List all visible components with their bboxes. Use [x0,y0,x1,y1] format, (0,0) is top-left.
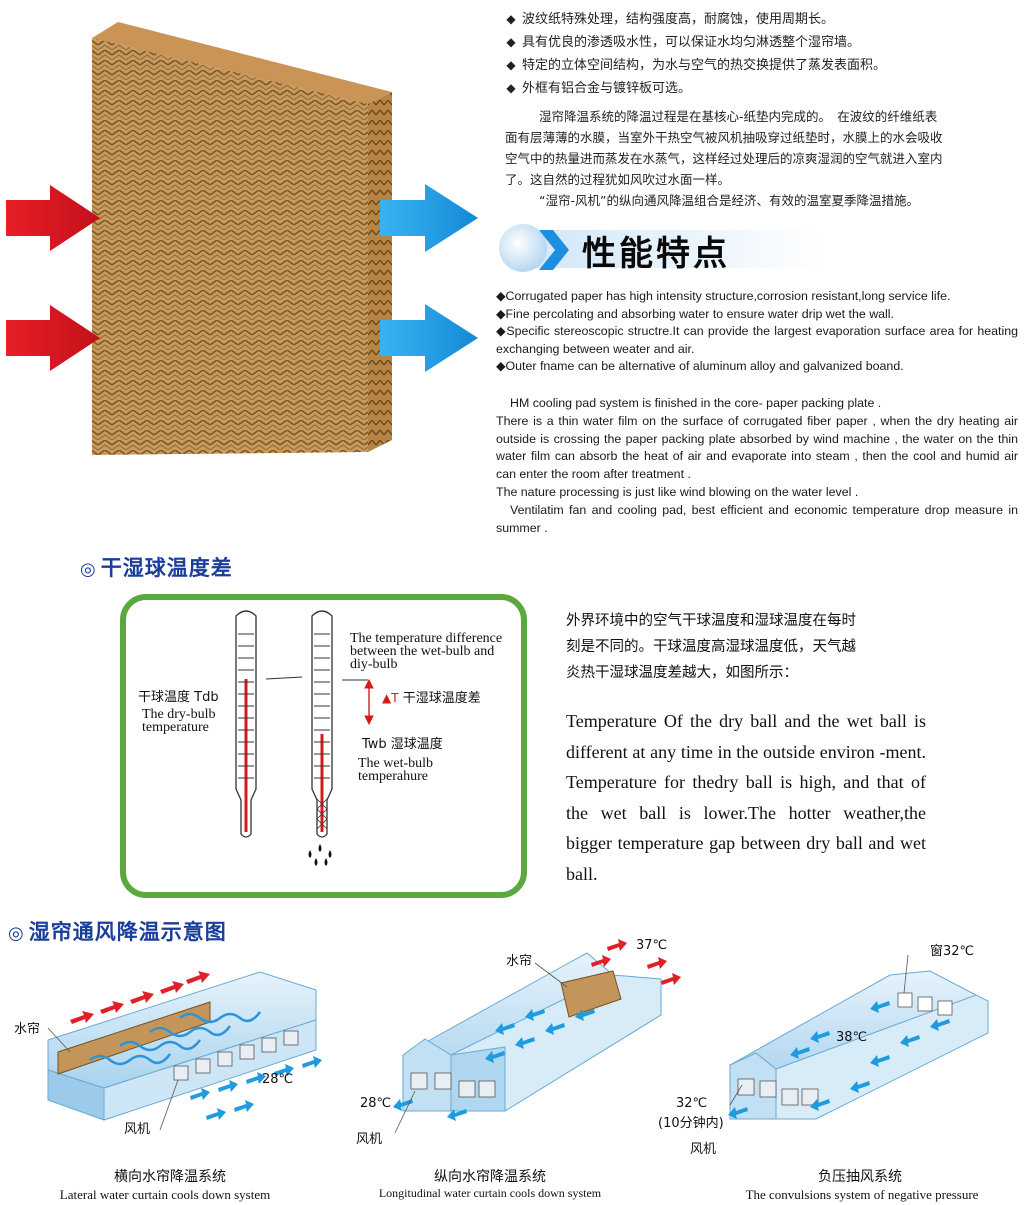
feature-header-band [499,224,825,272]
cool-air-arrow-icon [393,1009,595,1121]
caption-cn: 横向水帘降温系统 [114,1169,226,1185]
caption-en: Longitudinal water curtain cools down sy… [378,1186,602,1200]
en-description: HM cooling pad system is finished in the… [496,396,1018,535]
hot-air-arrow-icon [591,939,681,985]
window-icon [897,992,953,1016]
wet-bulb-cn-label: Twb 湿球温度 [362,737,443,752]
cooling-pad-illustration [6,22,478,455]
negative-pressure-diagram [728,954,989,1120]
difference-cn-label: ▲T 干湿球温度差 [382,691,481,706]
curtain-label: 水帘 [14,1022,41,1037]
cool-air-arrow-icon [380,184,478,372]
hot-air-arrow-icon [6,185,100,371]
water-drop-icon [308,844,332,866]
fan-label: 风机 [124,1122,151,1137]
temp-in-label: 37℃ [636,938,668,953]
caption-cn: 纵向水帘降温系统 [434,1169,546,1185]
list-item: ◆具有优良的渗透吸水性，可以保证水均匀淋透整个湿帘墙。 [506,35,861,50]
list-item: ◆Corrugated paper has high intensity str… [496,289,951,303]
en-feature-list: ◆Corrugated paper has high intensity str… [496,288,1018,376]
temperature-difference-arrow-icon [364,678,374,726]
cool-air-arrow-icon [728,1001,950,1119]
temp-mid-label: 38℃ [836,1030,868,1045]
curtain-label: 水帘 [506,954,533,969]
temp-label: 32℃ [676,1096,708,1111]
caption-en: Lateral water curtain cools down system [59,1187,271,1202]
bulb-difference-cn-text: 外界环境中的空气干球温度和湿球温度在每时 刻是不同的。干球温度高湿球温度低，天气… [566,613,856,681]
hot-air-arrow-icon [70,971,210,1024]
fan-label: 风机 [690,1142,717,1157]
cn-feature-list: ◆波纹纸特殊处理，结构强度高，耐腐蚀，使用周期长。 ◆具有优良的渗透吸水性，可以… [500,8,1020,100]
list-item: ◆Fine percolating and absorbing water to… [496,306,894,321]
feature-title: 性能特点 [582,234,730,274]
temp-note-label: (10分钟内) [658,1116,724,1131]
pad-side-face [368,92,392,452]
list-item: ◆Specific stereoscopic structre.It can p… [496,324,1018,356]
water-curtain [560,970,622,1018]
airflow-wave [89,1011,262,1066]
thermometer-diagram [235,610,374,866]
fan-icon [410,1072,496,1098]
list-item: ◆特定的立体空间结构，为水与空气的热交换提供了蒸发表面积。 [506,58,887,73]
dry-bulb-thermometer-icon [235,610,257,838]
section-title-ventilation-diagram: ◎湿帘通风降温示意图 [8,920,227,944]
dry-bulb-cn-label: 干球温度 Tdb [138,690,219,705]
pad-top-face [92,22,392,104]
caption-en: The convulsions system of negative press… [745,1187,979,1202]
cool-air-arrow-icon [190,1056,322,1120]
list-item: ◆波纹纸特殊处理，结构强度高，耐腐蚀，使用周期长。 [506,12,835,27]
bulb-difference-en-text: Temperature Of the dry ball and the wet … [566,711,926,884]
list-item: ◆外框有铝合金与镀锌板可选。 [506,81,692,96]
wet-bulb-thermometer-icon [311,610,333,838]
pad-front-face [92,38,368,455]
caption-cn: 负压抽风系统 [818,1169,902,1185]
cn-description: 湿帘降温系统的降温过程是在基核心-纸垫内完成的。 在波纹的纤维纸表 面有层薄薄的… [505,109,943,208]
fan-icon [737,1078,819,1106]
list-item: ◆Outer fname can be alternative of alumi… [496,359,904,373]
fan-label: 风机 [356,1132,383,1147]
temp-label: 28℃ [360,1096,392,1111]
lateral-system-diagram [47,971,322,1131]
window-temp-label: 窗32℃ [930,944,975,959]
temp-label: 28℃ [262,1072,294,1087]
longitudinal-system-diagram [393,939,681,1134]
fan-icon [173,1030,299,1081]
section-title-bulb-difference: ◎干湿球温度差 [80,556,233,580]
